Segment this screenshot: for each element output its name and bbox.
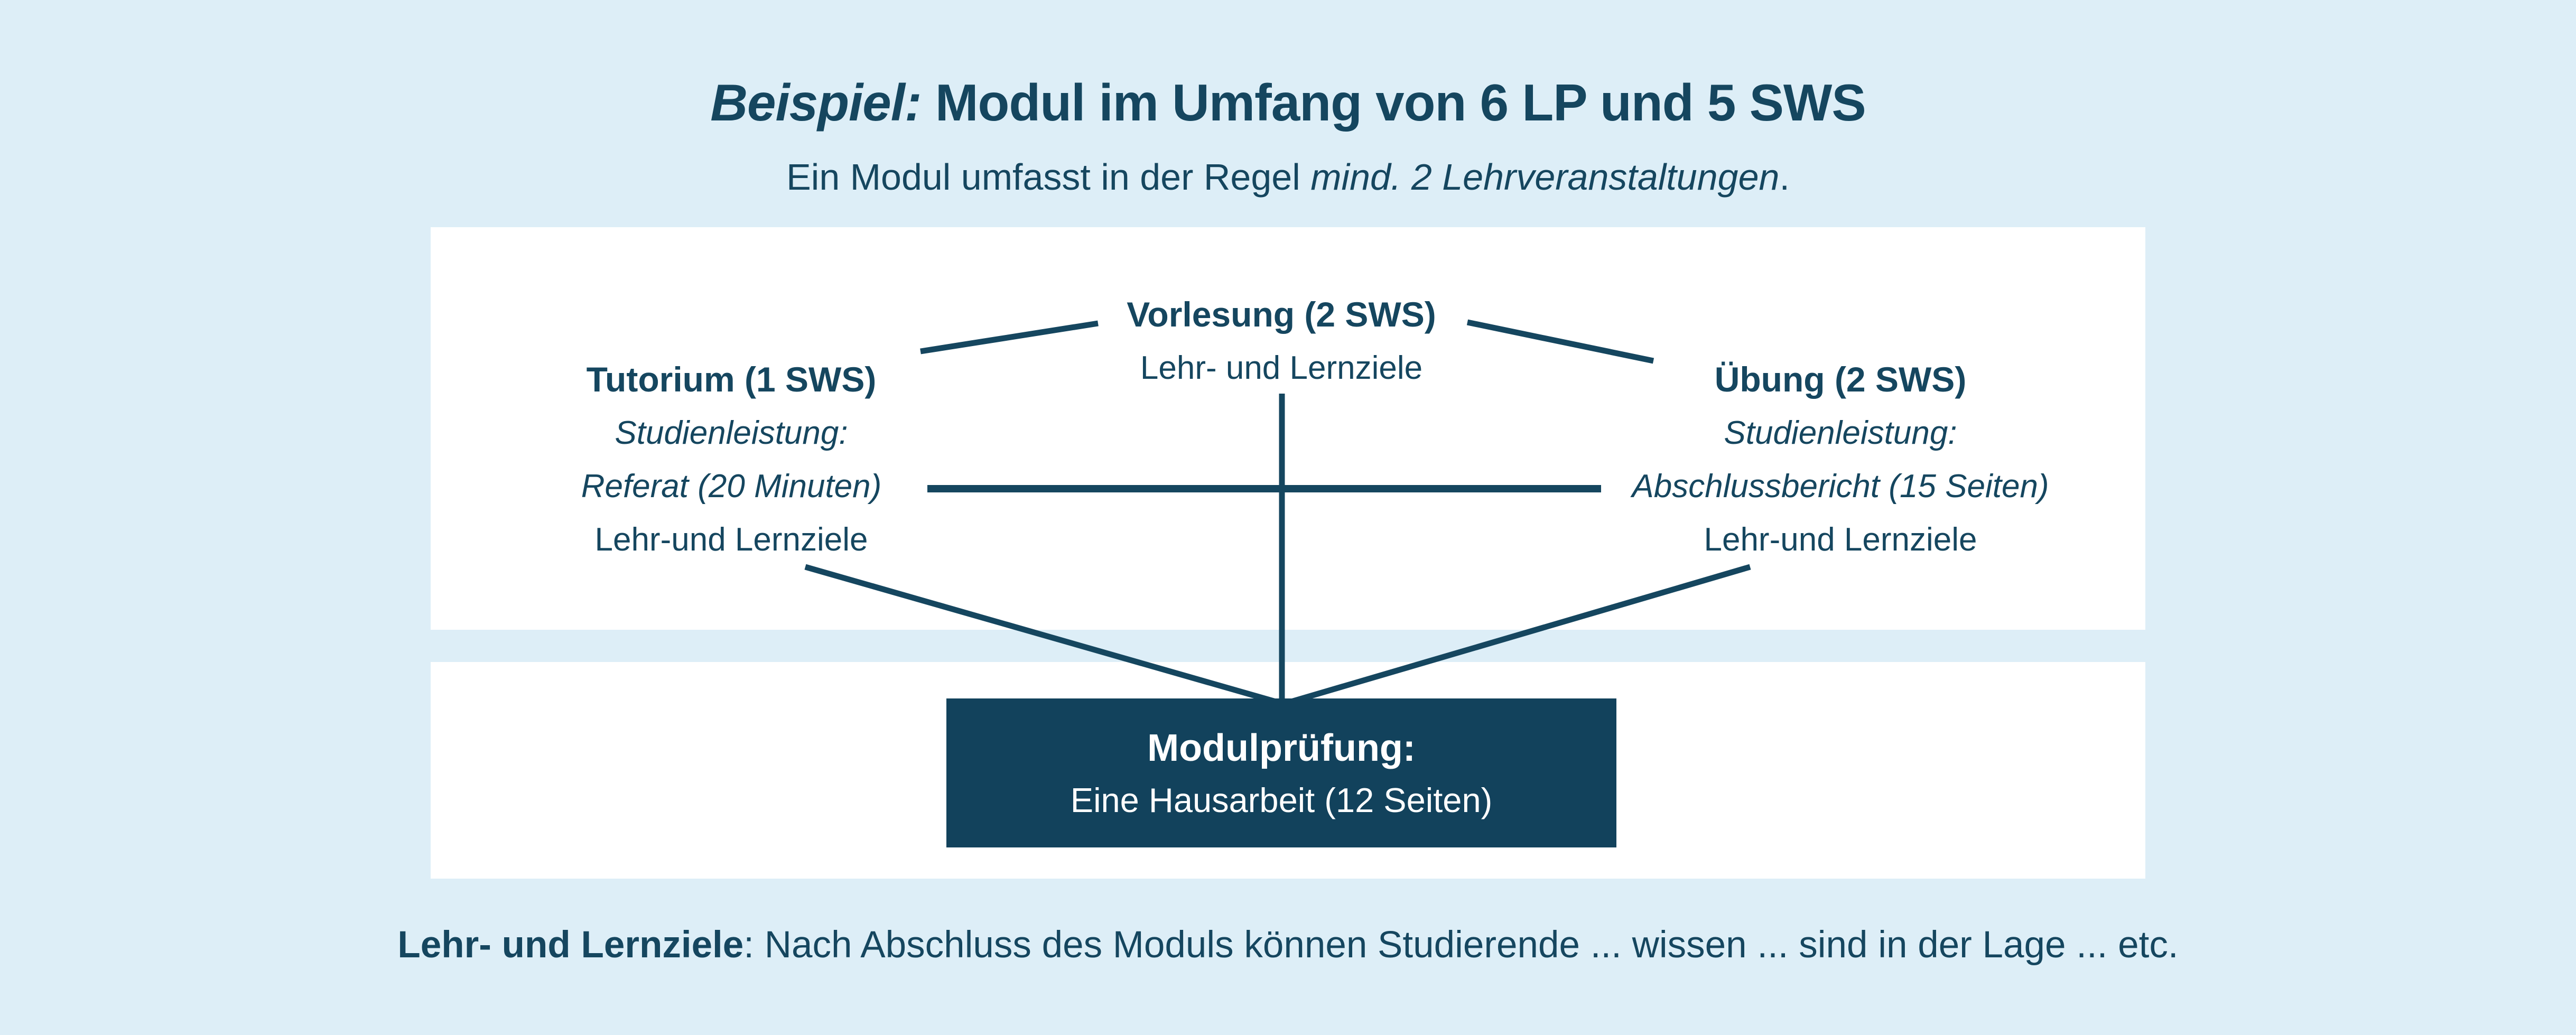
line-vorlesung-uebung — [1466, 319, 1654, 364]
page-title-rest: Modul im Umfang von 6 LP und 5 SWS — [921, 73, 1866, 132]
legend-rest: : Nach Abschluss des Moduls können Studi… — [743, 924, 2179, 966]
node-tutorium-referat: Referat (20 Minuten) — [581, 468, 882, 505]
page-subtitle: Ein Modul umfasst in der Regel mind. 2 L… — [0, 156, 2576, 198]
node-tutorium-lernziele: Lehr-und Lernziele — [594, 521, 868, 558]
page-title-emphasis: Beispiel: — [710, 73, 922, 132]
node-tutorium-title: Tutorium (1 SWS) — [586, 360, 877, 399]
node-vorlesung-title: Vorlesung (2 SWS) — [1127, 295, 1436, 334]
line-uebung-modulpruefung — [1283, 564, 1751, 707]
line-tutorium-modulpruefung — [804, 564, 1284, 707]
node-tutorium: Tutorium (1 SWS) Studienleistung: Refera… — [581, 353, 882, 566]
modulpruefung-box: Modulprüfung: Eine Hausarbeit (12 Seiten… — [946, 698, 1616, 847]
legend-bold: Lehr- und Lernziele — [397, 924, 744, 966]
subtitle-emphasis: mind. 2 Lehrveranstaltungen — [1310, 156, 1780, 198]
node-uebung-studienleistung: Studienleistung: — [1724, 415, 1957, 451]
legend-lehr-und-lernziele: Lehr- und Lernziele: Nach Abschluss des … — [0, 924, 2576, 966]
node-vorlesung-line: Lehr- und Lernziele — [1140, 350, 1423, 386]
modulpruefung-title: Modulprüfung: — [1147, 726, 1416, 769]
node-vorlesung: Vorlesung (2 SWS) Lehr- und Lernziele — [1127, 288, 1436, 395]
node-uebung-lernziele: Lehr-und Lernziele — [1704, 521, 1977, 558]
node-uebung-title: Übung (2 SWS) — [1714, 360, 1967, 399]
node-uebung-abschlussbericht: Abschlussbericht (15 Seiten) — [1632, 468, 2049, 505]
subtitle-prefix: Ein Modul umfasst in der Regel — [786, 156, 1311, 198]
node-uebung: Übung (2 SWS) Studienleistung: Abschluss… — [1632, 353, 2049, 566]
line-tutorium-vorlesung — [920, 320, 1099, 355]
modulpruefung-subtitle: Eine Hausarbeit (12 Seiten) — [1070, 780, 1493, 819]
courses-panel — [431, 227, 2145, 630]
page-title: Beispiel: Modul im Umfang von 6 LP und 5… — [0, 73, 2576, 133]
node-tutorium-studienleistung: Studienleistung: — [615, 415, 848, 451]
subtitle-suffix: . — [1779, 156, 1790, 198]
